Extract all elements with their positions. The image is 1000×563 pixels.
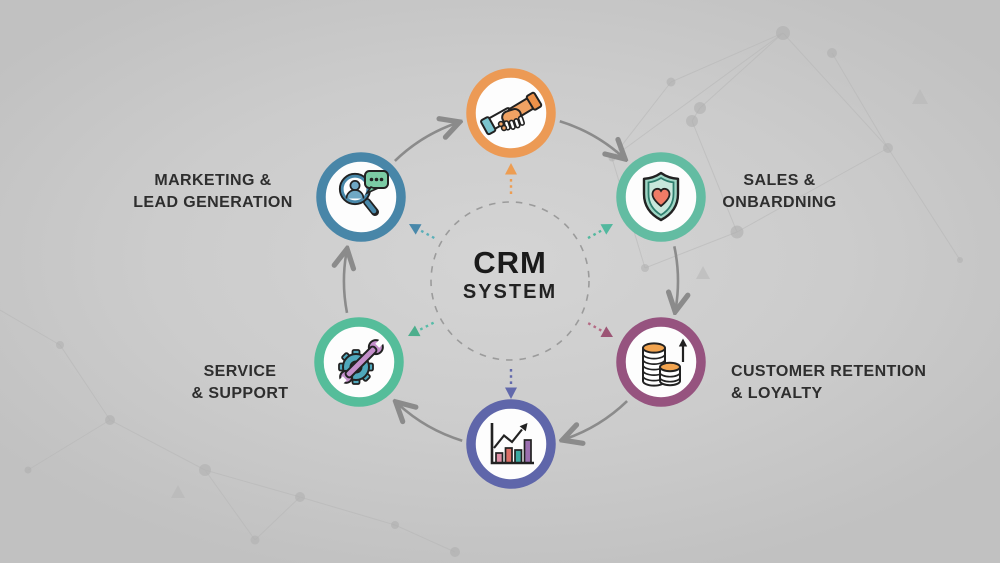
bar-chart-icon bbox=[490, 423, 534, 465]
arrowhead-retention bbox=[600, 326, 613, 337]
flow-arrow-analytics-to-service bbox=[398, 404, 463, 442]
coins-growth-icon bbox=[642, 338, 688, 387]
center-arrow-to-marketing bbox=[418, 228, 435, 240]
label-retention: CUSTOMER RETENTION & LOYALTY bbox=[731, 361, 961, 405]
gear-wrench-icon bbox=[337, 338, 385, 386]
handshake-icon bbox=[480, 91, 543, 136]
flow-arrow-sales-to-retention bbox=[674, 246, 678, 308]
flow-arrow-deal-to-sales bbox=[559, 120, 623, 157]
label-sales-line2: ONBARDNING bbox=[722, 194, 837, 211]
center-arrow-to-retention bbox=[587, 322, 604, 333]
magnifier-person-icon bbox=[338, 170, 389, 216]
flow-arrow-service-to-marketing bbox=[344, 252, 347, 314]
flow-arrow-retention-to-analytics bbox=[565, 400, 629, 439]
node-sales bbox=[616, 152, 706, 242]
label-service-line2: & SUPPORT bbox=[191, 385, 289, 402]
background-dots bbox=[24, 26, 963, 557]
node-service bbox=[314, 317, 404, 407]
speech-bubble-icon bbox=[364, 170, 389, 195]
label-service-line1: SERVICE bbox=[203, 363, 277, 380]
node-deal bbox=[466, 68, 556, 158]
center-title: CRM bbox=[473, 245, 547, 280]
center-arrow-to-service bbox=[417, 321, 435, 332]
center-arrow-to-sales bbox=[587, 228, 605, 240]
label-retention-line1: CUSTOMER RETENTION bbox=[731, 363, 927, 380]
arrowhead-analytics bbox=[505, 387, 517, 399]
label-marketing: MARKETING & LEAD GENERATION bbox=[93, 170, 333, 214]
label-service: SERVICE & SUPPORT bbox=[140, 361, 340, 405]
node-marketing bbox=[316, 152, 406, 242]
label-sales-line1: SALES & bbox=[743, 172, 816, 189]
arrowhead-marketing bbox=[409, 224, 422, 235]
arrowhead-deal bbox=[505, 163, 517, 175]
arrowhead-sales bbox=[600, 224, 613, 235]
flow-arrow-marketing-to-deal bbox=[393, 123, 457, 162]
center-dashed-circle bbox=[430, 201, 590, 361]
label-retention-line2: & LOYALTY bbox=[731, 385, 823, 402]
label-marketing-line1: MARKETING & bbox=[154, 172, 272, 189]
node-analytics bbox=[466, 399, 556, 489]
center-title-block: CRM SYSTEM bbox=[410, 247, 610, 304]
arrowhead-service bbox=[408, 325, 421, 337]
label-sales: SALES & ONBARDNING bbox=[682, 170, 877, 214]
background-triangles bbox=[171, 89, 928, 498]
label-marketing-line2: LEAD GENERATION bbox=[133, 194, 293, 211]
shield-heart-icon bbox=[642, 171, 680, 222]
node-retention bbox=[616, 317, 706, 407]
node-ring-analytics bbox=[466, 399, 556, 489]
center-subtitle: SYSTEM bbox=[462, 281, 558, 303]
